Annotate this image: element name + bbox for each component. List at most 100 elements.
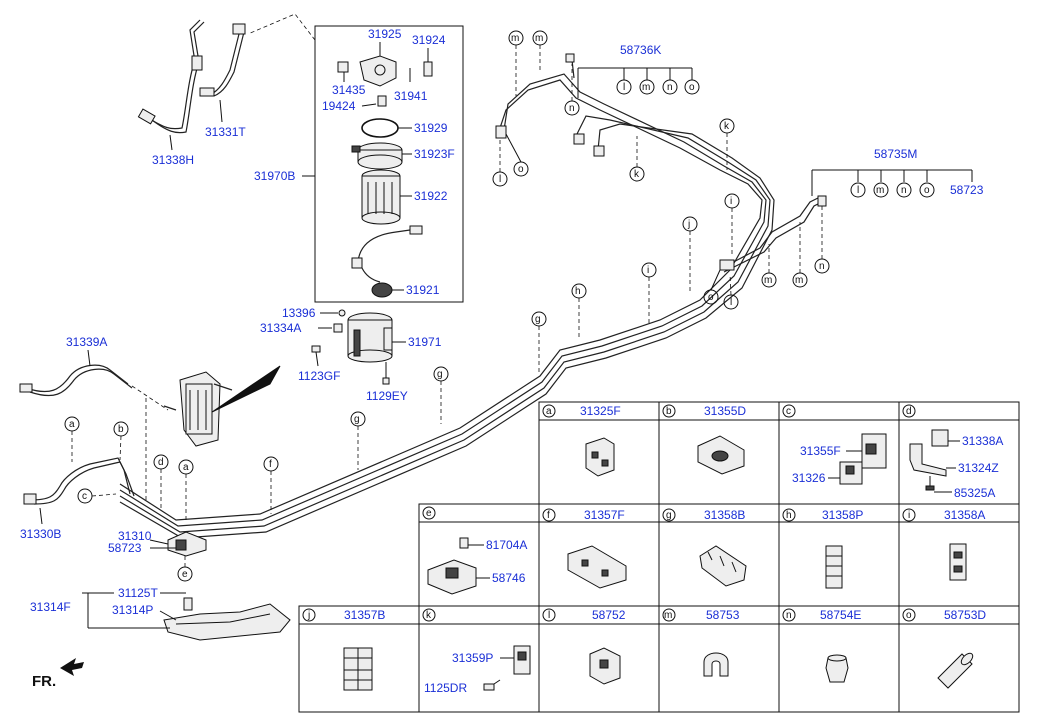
table-k-part2: 1125DR — [424, 681, 467, 695]
part-label-31310[interactable]: 31310 — [118, 529, 152, 543]
part-label-31922[interactable]: 31922 — [414, 189, 448, 203]
svg-text:i: i — [908, 510, 910, 521]
table-cell-n[interactable]: n 58754E — [782, 608, 861, 683]
table-cell-b[interactable]: b 31355D — [662, 404, 746, 475]
table-title-h: 31358P — [822, 508, 863, 522]
table-title-g: 31358B — [704, 508, 745, 522]
table-cell-k[interactable]: k 31359P 1125DR — [422, 608, 531, 695]
table-title-b: 31355D — [704, 404, 746, 418]
svg-text:m: m — [511, 33, 519, 44]
table-title-j: 31357B — [344, 608, 385, 622]
table-c-part2: 31326 — [792, 471, 826, 485]
part-label-13396[interactable]: 13396 — [282, 306, 316, 320]
part-label-31925[interactable]: 31925 — [368, 27, 402, 41]
svg-text:m: m — [642, 82, 650, 93]
svg-text:n: n — [569, 103, 575, 114]
part-label-31339A[interactable]: 31339A — [66, 335, 107, 349]
heat-shield-31314 — [163, 597, 291, 641]
part-label-58723-upper[interactable]: 58723 — [950, 183, 984, 197]
part-label-31314F[interactable]: 31314F — [30, 600, 71, 614]
svg-text:e: e — [182, 569, 188, 580]
part-label-31970B[interactable]: 31970B — [254, 169, 295, 183]
part-label-31330B[interactable]: 31330B — [20, 527, 61, 541]
fuel-pump-assembly — [163, 371, 233, 447]
table-cell-j[interactable]: j 31357B — [302, 608, 385, 691]
svg-text:d: d — [906, 406, 912, 417]
table-cell-m[interactable]: m 58753 — [662, 608, 740, 677]
letter-callouts: a b c d a e f g g g h i j i k k m m n — [64, 30, 830, 582]
table-cell-o[interactable]: o 58753D — [902, 608, 986, 689]
svg-text:l: l — [730, 297, 732, 308]
callouts-58736K: l m n o — [616, 79, 700, 95]
part-label-31921[interactable]: 31921 — [406, 283, 440, 297]
part-label-31923F[interactable]: 31923F — [414, 147, 455, 161]
part-label-31929[interactable]: 31929 — [414, 121, 448, 135]
fuel-hose-group-top — [137, 19, 246, 134]
svg-text:c: c — [82, 491, 87, 502]
svg-text:n: n — [786, 610, 792, 621]
part-label-31331T[interactable]: 31331T — [205, 125, 246, 139]
svg-text:j: j — [307, 610, 310, 621]
table-e-part1: 81704A — [486, 538, 527, 552]
table-cell-h[interactable]: h 31358P — [782, 508, 863, 589]
table-cell-e[interactable]: e 81704A 58746 — [422, 506, 527, 595]
svg-text:i: i — [647, 265, 649, 276]
part-label-31941[interactable]: 31941 — [394, 89, 428, 103]
front-arrow-icon — [60, 658, 84, 676]
svg-text:k: k — [634, 169, 640, 180]
svg-text:o: o — [518, 164, 524, 175]
part-label-31338H[interactable]: 31338H — [152, 153, 194, 167]
svg-text:i: i — [730, 196, 732, 207]
part-label-58735M[interactable]: 58735M — [874, 147, 917, 161]
table-title-a: 31325F — [580, 404, 621, 418]
table-cell-l[interactable]: l 58752 — [542, 608, 626, 685]
svg-text:c: c — [786, 406, 791, 417]
table-title-i: 31358A — [944, 508, 985, 522]
part-label-58736K[interactable]: 58736K — [620, 43, 661, 57]
svg-text:g: g — [535, 314, 541, 325]
svg-text:n: n — [819, 261, 825, 272]
svg-text:m: m — [764, 275, 772, 286]
svg-text:j: j — [687, 219, 690, 230]
svg-text:n: n — [667, 82, 673, 93]
part-label-19424[interactable]: 19424 — [322, 99, 356, 113]
part-label-1123GF[interactable]: 1123GF — [298, 369, 340, 383]
table-title-n: 58754E — [820, 608, 861, 622]
svg-text:o: o — [689, 82, 695, 93]
callouts-58735M: l m n o — [850, 182, 935, 198]
parts-table — [298, 401, 1020, 713]
part-label-31125T[interactable]: 31125T — [118, 586, 158, 600]
table-e-part2: 58746 — [492, 571, 526, 585]
fuel-filter-assembly-box — [314, 25, 464, 303]
part-label-31334A[interactable]: 31334A — [260, 321, 301, 335]
svg-text:n: n — [901, 185, 907, 196]
svg-text:e: e — [426, 508, 432, 519]
svg-text:o: o — [924, 185, 930, 196]
filter-cap-31923F — [351, 142, 403, 170]
table-cell-g[interactable]: g 31358B — [662, 508, 747, 587]
table-d-part1: 31338A — [962, 434, 1003, 448]
svg-text:g: g — [437, 369, 443, 380]
table-cell-c[interactable]: c 31355F 31326 — [782, 404, 887, 485]
part-label-58723-lower[interactable]: 58723 — [108, 541, 142, 555]
table-cell-d[interactable]: d 31338A 31324Z 85325A — [902, 404, 1003, 500]
table-k-part1: 31359P — [452, 651, 493, 665]
svg-text:b: b — [118, 424, 124, 435]
table-cell-a[interactable]: a 31325F — [542, 404, 621, 477]
svg-text:l: l — [548, 610, 550, 621]
svg-text:k: k — [724, 121, 730, 132]
svg-text:m: m — [535, 33, 543, 44]
svg-text:f: f — [269, 459, 272, 470]
part-label-31971[interactable]: 31971 — [408, 335, 442, 349]
table-d-part3: 85325A — [954, 486, 995, 500]
table-cell-f[interactable]: f 31357F — [542, 508, 627, 589]
filter-housing-31971 — [347, 312, 393, 363]
part-label-1129EY[interactable]: 1129EY — [366, 389, 408, 403]
table-title-l: 58752 — [592, 608, 626, 622]
table-cell-i[interactable]: i 31358A — [902, 508, 985, 581]
bracket-31310 — [167, 531, 207, 557]
svg-text:f: f — [547, 510, 550, 521]
part-label-31435[interactable]: 31435 — [332, 83, 366, 97]
part-label-31924[interactable]: 31924 — [412, 33, 446, 47]
part-label-31314P[interactable]: 31314P — [112, 603, 153, 617]
